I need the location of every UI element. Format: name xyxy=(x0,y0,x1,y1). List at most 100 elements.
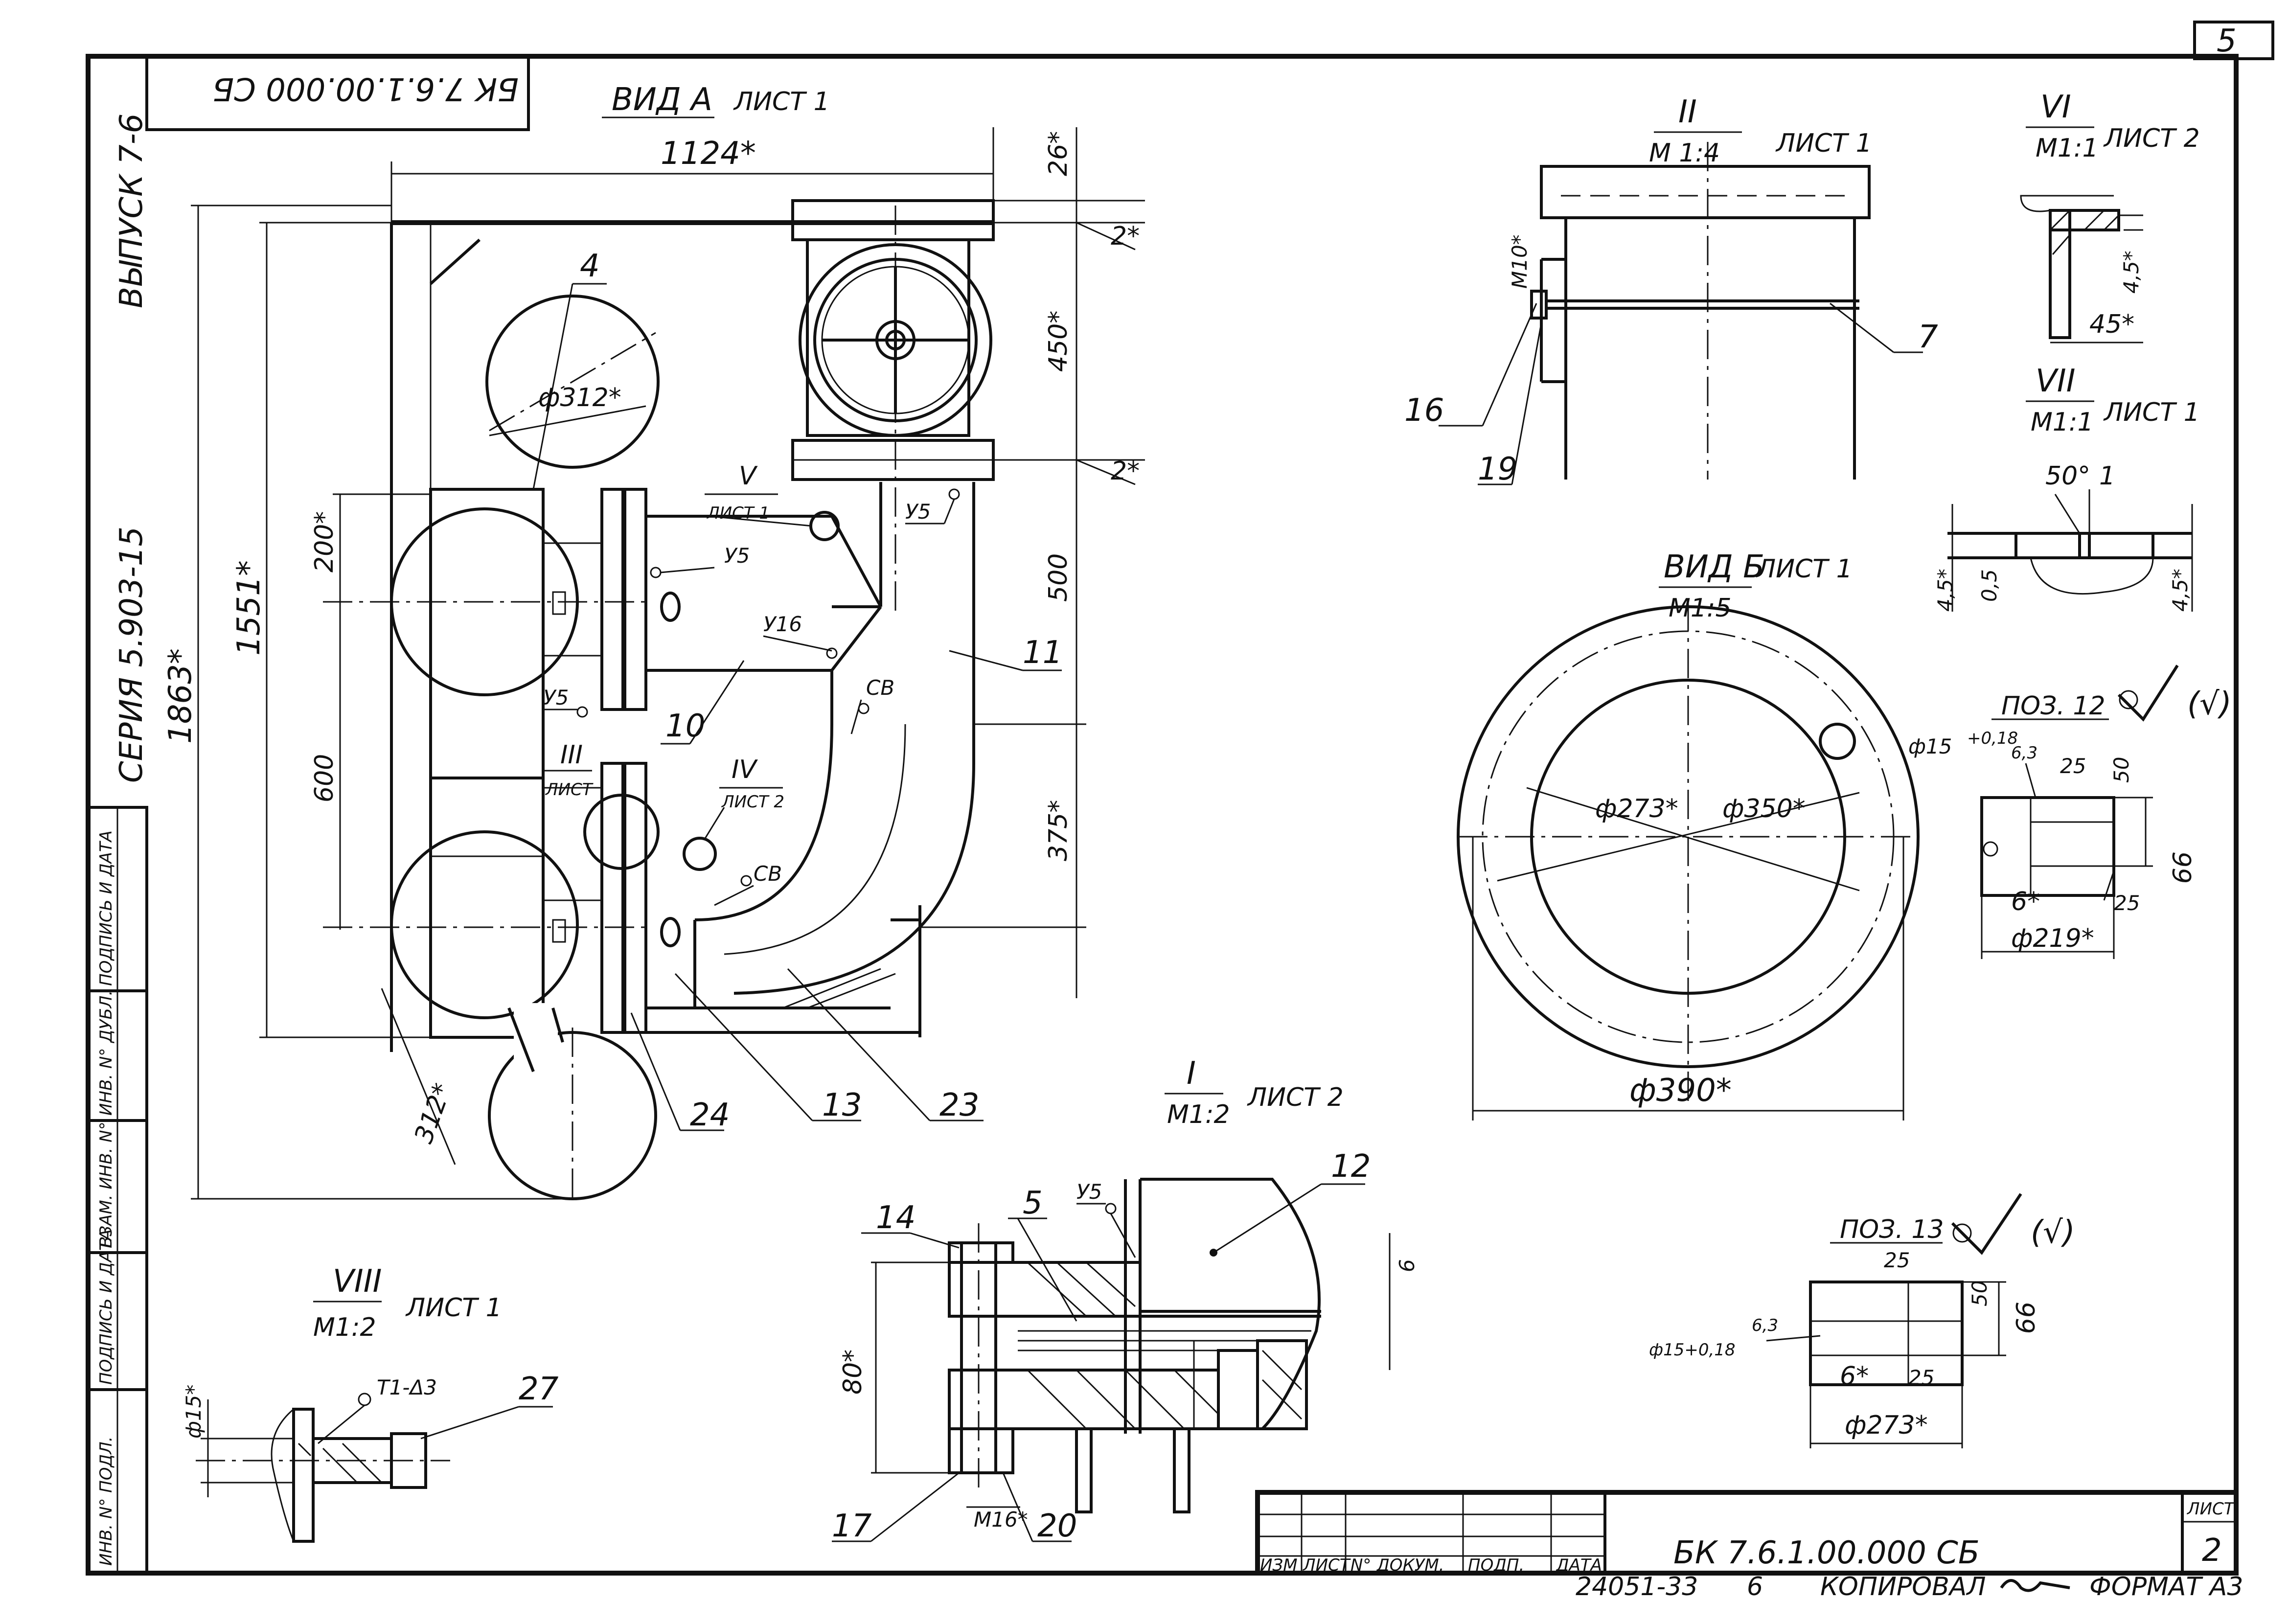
view-a-sheet-ref: ЛИСТ 1 xyxy=(733,87,830,116)
detail-vi-chamfer: 4,5* xyxy=(2119,251,2143,294)
detail-viii-num: VIII xyxy=(333,1263,382,1300)
tb-doc-code: БК 7.6.1.00.000 СБ xyxy=(1673,1535,1980,1571)
pos12-check: (√) xyxy=(2187,686,2232,722)
stamp-cell-3: ВЗАМ. ИНВ. N° xyxy=(96,1121,116,1248)
tb-header-list: ЛИСТ xyxy=(1302,1555,1351,1575)
detail-i-scale: М1:2 xyxy=(1167,1100,1230,1129)
pos-13: ПОЗ. 13 (√) 25 50 99 ф15+0,18 6,3 6* 25 … xyxy=(1649,1193,2075,1448)
callout-7: 7 xyxy=(1918,319,1938,355)
detail-vii-angle: 50° xyxy=(2045,461,2090,491)
callout-5: 5 xyxy=(1023,1185,1043,1221)
detail-vii-sheet: ЛИСТ 1 xyxy=(2103,398,2200,427)
dim-26: 26* xyxy=(1044,131,1073,176)
detail-viii-sheet: ЛИСТ 1 xyxy=(405,1293,502,1323)
pos13-rough: 6,3 xyxy=(1752,1316,1778,1335)
callout-4: 4 xyxy=(580,248,600,284)
detail-ii-scale: М 1:4 xyxy=(1649,138,1720,168)
callout-23: 23 xyxy=(939,1087,979,1123)
dim-500: 500 xyxy=(1044,553,1073,602)
view-b-d273: ф273* xyxy=(1595,794,1678,823)
stamp-cell-5: ПОДПИСЬ И ДАТА xyxy=(96,830,116,986)
ref-v-sheet: ЛИСТ 1 xyxy=(706,503,770,523)
detail-vii-right-h: 4,5* xyxy=(2168,569,2192,612)
pos12-rough: 6,3 xyxy=(2011,743,2037,763)
pos13-h99: 99 xyxy=(2010,1302,2039,1334)
callout-24: 24 xyxy=(690,1097,730,1133)
pos-12: ПОЗ. 12 (√) ф15 +0,18 6,3 25 50 99 6* 25… xyxy=(1908,664,2232,959)
ref-iii-num: III xyxy=(560,740,583,770)
corner-number: 5 xyxy=(2217,23,2237,59)
detail-vii-left-h: 4,5* xyxy=(1933,569,1957,612)
detail-i-gap6: 6 xyxy=(1395,1259,1419,1272)
pos13-w6: 6* xyxy=(1840,1362,1869,1391)
weld-5: СВ xyxy=(866,676,894,700)
stamp-cell-4: ИНВ. N° ДУБЛ. xyxy=(96,990,116,1116)
detail-vii: VII М1:1 ЛИСТ 1 50° 1 4,5* 0,5 4,5* xyxy=(1933,363,2200,612)
pos13-w25b: 25 xyxy=(1908,1366,1934,1390)
dim-312b: 312* xyxy=(409,1079,458,1147)
view-b: ВИД Б М1:5 ЛИСТ 1 ф273* ф350* ф390* xyxy=(1457,549,1920,1121)
stamp-cell-1: ИНВ. N° ПОДЛ. xyxy=(96,1437,116,1566)
callout-12: 12 xyxy=(1331,1148,1371,1185)
weld-3: У5 xyxy=(543,686,569,709)
view-b-d350: ф350* xyxy=(1722,794,1806,823)
dim-1124: 1124* xyxy=(661,136,756,172)
footer: 24051-33 6 КОПИРОВАЛ ФОРМАТ А3 xyxy=(1576,1572,2243,1601)
detail-i-weld: У5 xyxy=(1076,1180,1102,1204)
pos12-title: ПОЗ. 12 xyxy=(2001,691,2106,721)
callout-16: 16 xyxy=(1404,392,1444,429)
detail-vii-gap: 1 xyxy=(2099,461,2115,491)
view-a-title: ВИД А xyxy=(612,82,712,118)
weld-6: СВ xyxy=(754,862,782,886)
detail-vii-root: 0,5 xyxy=(1977,569,2001,602)
detail-vi-sheet: ЛИСТ 2 xyxy=(2103,124,2200,153)
weld-1: У5 xyxy=(905,500,931,524)
pos12-w25b: 25 xyxy=(2114,891,2140,915)
detail-ii-num: II xyxy=(1678,94,1697,130)
left-stamp: ИНВ. N° ПОДЛ. ПОДПИСЬ И ДАТА ВЗАМ. ИНВ. … xyxy=(87,806,148,1575)
pos12-w6: 6* xyxy=(2011,887,2040,916)
view-b-d390: ф390* xyxy=(1629,1073,1732,1109)
weld-2: У5 xyxy=(724,544,750,568)
callout-10: 10 xyxy=(665,708,705,744)
pos13-h50: 50 xyxy=(1968,1281,1991,1306)
dim-2b: 2* xyxy=(1111,457,1140,486)
dim-1551: 1551* xyxy=(231,560,267,656)
view-b-title: ВИД Б xyxy=(1664,549,1764,585)
pos12-tol: +0,18 xyxy=(1967,729,2018,748)
footer-format: ФОРМАТ А3 xyxy=(2089,1572,2243,1601)
issue-label: ВЫПУСК 7-6 xyxy=(114,114,150,308)
rotated-code-box: БК 7.6.1.00.000 СБ xyxy=(145,55,530,131)
tb-header-izm: ИЗМ xyxy=(1260,1555,1298,1575)
title-block: ИЗМ ЛИСТ N° ДОКУМ. ПОДП. ДАТА БК 7.6.1.0… xyxy=(1255,1490,2239,1576)
dim-2a: 2* xyxy=(1111,222,1140,251)
detail-vi-num: VI xyxy=(2040,89,2071,125)
detail-vii-scale: М1:1 xyxy=(2031,408,2094,437)
detail-i-sheet: ЛИСТ 2 xyxy=(1247,1083,1344,1112)
pos12-hole: ф15 xyxy=(1908,734,1952,758)
dim-375: 375* xyxy=(1044,800,1073,861)
footer-archive: 24051-33 xyxy=(1576,1572,1698,1601)
ref-v-num: V xyxy=(739,461,758,491)
weld-4: У16 xyxy=(763,612,802,636)
detail-vi-scale: М1:1 xyxy=(2036,134,2099,163)
callout-17: 17 xyxy=(832,1508,872,1544)
detail-vi: VI М1:1 ЛИСТ 2 4,5* 45* xyxy=(2020,89,2200,343)
pos13-dia: ф273* xyxy=(1845,1411,1928,1440)
rotated-code: БК 7.6.1.00.000 СБ xyxy=(212,70,519,107)
series-label: СЕРИЯ 5.903-15 xyxy=(114,526,150,783)
footer-num: 6 xyxy=(1747,1572,1763,1601)
ref-iv-sheet: ЛИСТ 2 xyxy=(721,792,784,812)
tb-header-doc: N° ДОКУМ. xyxy=(1351,1555,1444,1575)
detail-viii-scale: М1:2 xyxy=(313,1313,376,1342)
detail-ii-bolt: М10* xyxy=(1508,234,1532,289)
pos12-dia: ф219* xyxy=(2011,924,2094,953)
view-b-sheet: ЛИСТ 1 xyxy=(1756,554,1853,584)
detail-vi-angle: 45* xyxy=(2089,310,2134,339)
detail-viii: VIII М1:2 ЛИСТ 1 ф15* Т1-Δ3 27 xyxy=(182,1263,559,1543)
callout-20: 20 xyxy=(1037,1508,1077,1544)
dim-450: 450* xyxy=(1044,311,1073,372)
callout-19: 19 xyxy=(1478,451,1517,487)
detail-viii-weld: Т1-Δ3 xyxy=(377,1375,437,1399)
